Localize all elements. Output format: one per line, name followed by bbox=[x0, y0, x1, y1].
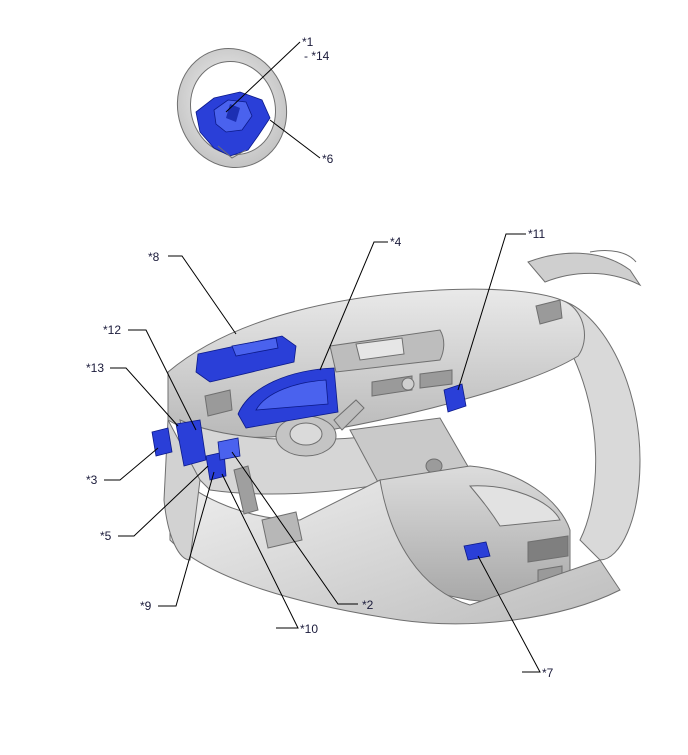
callout-5: *5 bbox=[100, 529, 112, 543]
callout-13: *13 bbox=[86, 361, 104, 375]
callout-6: *6 bbox=[322, 152, 334, 166]
callout-2: *2 bbox=[362, 598, 374, 612]
callout-8: *8 bbox=[148, 250, 160, 264]
steering-wheel-illustration bbox=[176, 48, 288, 168]
callout-1: *1 bbox=[302, 35, 314, 49]
callout-7: *7 bbox=[542, 666, 554, 680]
leader-lines bbox=[104, 41, 541, 673]
callout-10: *10 bbox=[300, 622, 318, 636]
callout-12: *12 bbox=[103, 323, 121, 337]
dashboard-illustration bbox=[163, 249, 642, 625]
callout-9: *9 bbox=[140, 599, 152, 613]
callout-4: *4 bbox=[390, 235, 402, 249]
callout-14: - *14 bbox=[304, 49, 330, 63]
callout-labels: *1 - *14 *6 *8 *4 *11 *12 *13 *3 *5 *9 *… bbox=[86, 35, 554, 680]
callout-3: *3 bbox=[86, 473, 98, 487]
callout-11: *11 bbox=[528, 227, 545, 241]
